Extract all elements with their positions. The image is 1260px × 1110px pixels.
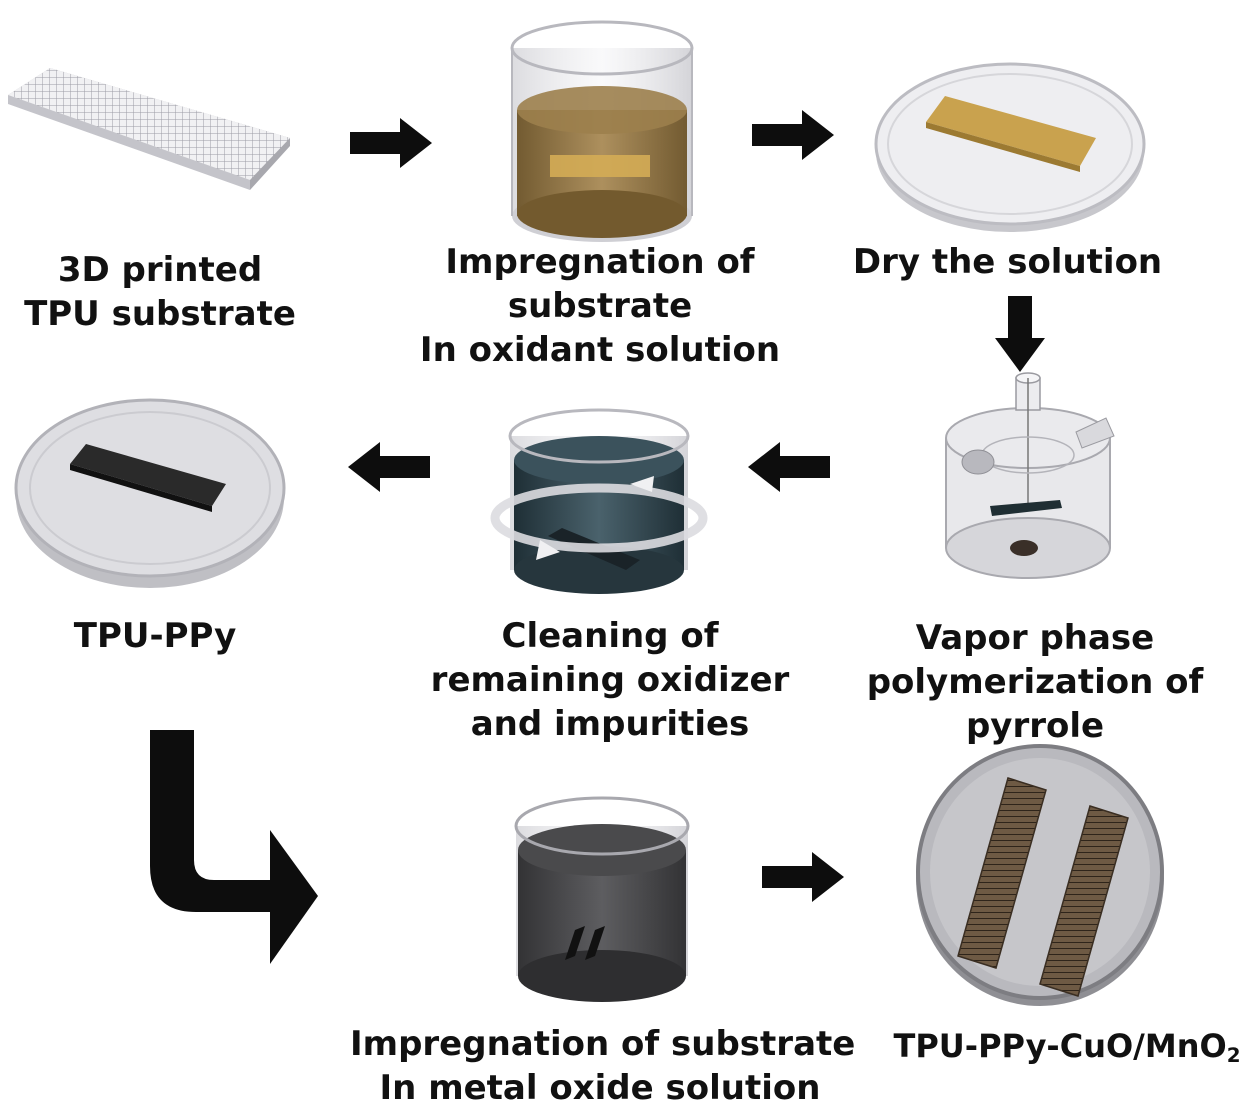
label-line: substrate	[507, 286, 693, 326]
metal-oxide-beaker-illustration	[514, 796, 690, 1002]
label-tpu-ppy: TPU-PPy	[40, 614, 270, 658]
final-formula-main: TPU-PPy-CuO/MnO	[893, 1027, 1227, 1065]
label-dry-solution: Dry the solution	[850, 240, 1165, 284]
vapor-chamber-illustration	[945, 372, 1115, 579]
label-line: TPU substrate	[24, 294, 296, 334]
label-line: Impregnation of substrate	[350, 1024, 856, 1064]
tpu-substrate-illustration	[8, 68, 290, 190]
oxidant-beaker-illustration	[510, 20, 694, 242]
final-formula-subscript: 2	[1226, 1043, 1241, 1067]
label-line: TPU-PPy-CuO/MnO2	[876, 1024, 1258, 1078]
label-impregnation-metal: Impregnation of substrate In metal oxide…	[350, 1022, 856, 1110]
arrow-left-1	[748, 442, 830, 492]
label-line: Vapor phase	[915, 618, 1155, 658]
label-line: In oxidant solution	[419, 330, 781, 370]
label-line: Cleaning of	[501, 616, 719, 656]
label-tpu-substrate: 3D printed TPU substrate	[20, 248, 300, 336]
label-line: and impurities	[470, 704, 750, 744]
cleaning-beaker-illustration	[490, 408, 708, 594]
arrow-right-1	[350, 118, 432, 168]
arrow-down	[995, 296, 1045, 372]
label-line: TPU-PPy	[73, 616, 237, 656]
final-composite-dish-illustration	[916, 744, 1164, 1006]
label-line: Dry the solution	[852, 242, 1163, 282]
label-cleaning: Cleaning of remaining oxidizer and impur…	[430, 614, 790, 746]
label-line: polymerization of	[866, 662, 1204, 702]
arrow-left-2	[348, 442, 430, 492]
label-line: Impregnation of	[445, 242, 755, 282]
arrow-right-3	[762, 852, 844, 902]
bent-arrow	[150, 730, 318, 964]
label-line: In metal oxide solution	[379, 1068, 821, 1108]
label-line: remaining oxidizer	[430, 660, 790, 700]
tpu-ppy-dish-illustration	[14, 398, 286, 588]
label-line: 3D printed	[57, 250, 263, 290]
dry-petri-dish-illustration	[874, 62, 1146, 232]
label-impregnation-oxidant: Impregnation of substrate In oxidant sol…	[410, 240, 790, 372]
label-final-composite: TPU-PPy-CuO/MnO2	[876, 1024, 1258, 1078]
label-vapor-phase: Vapor phase polymerization of pyrrole	[860, 616, 1210, 748]
label-line: pyrrole	[965, 706, 1105, 746]
arrow-right-2	[752, 110, 834, 160]
